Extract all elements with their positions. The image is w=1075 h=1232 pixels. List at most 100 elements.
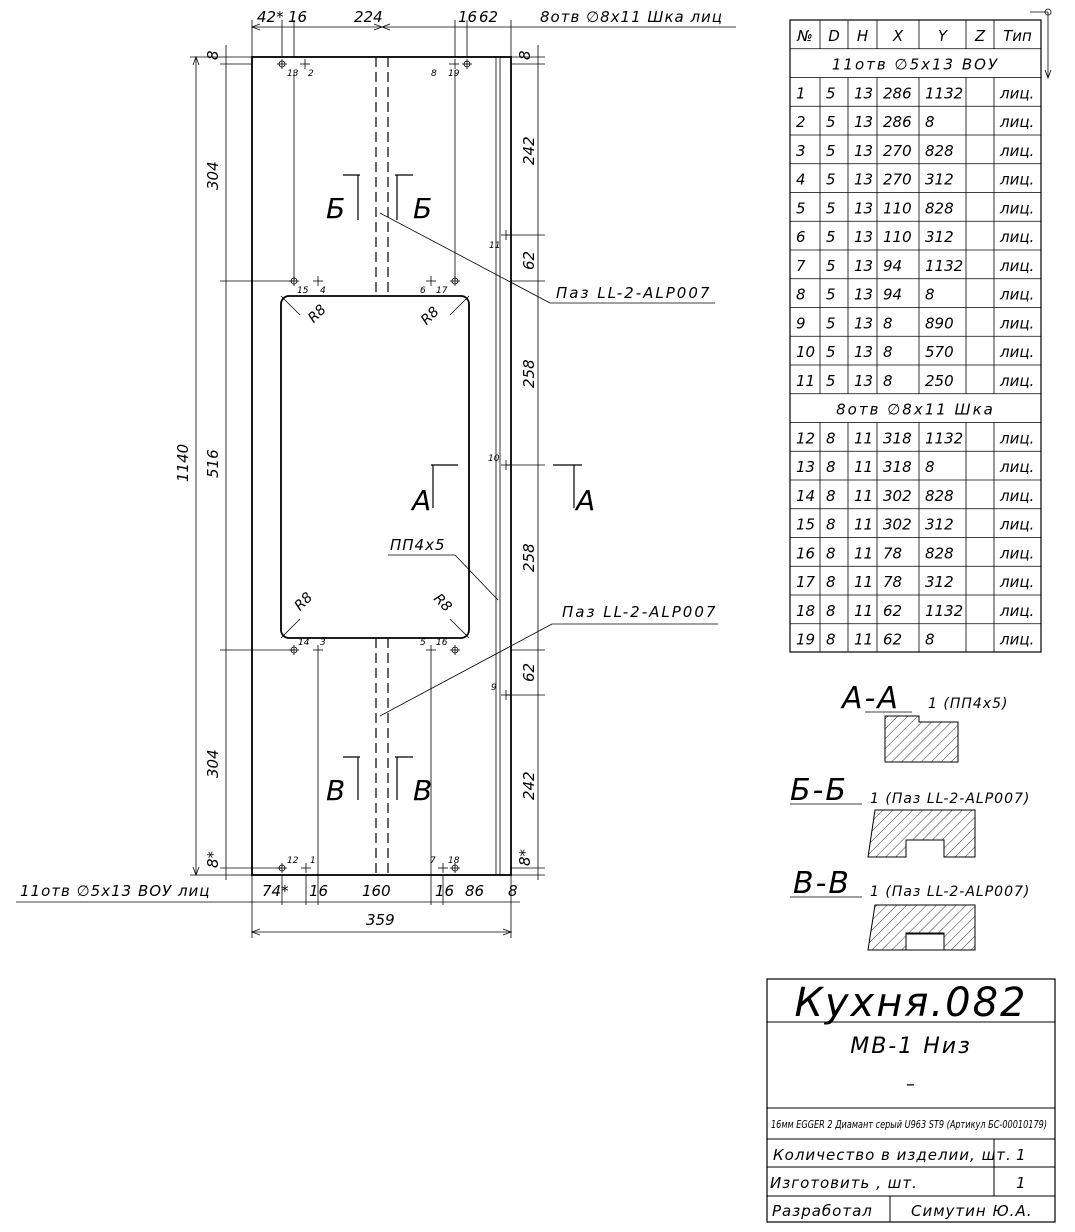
- section-b-note: 1 (Паз LL-2-ALP007): [870, 791, 1030, 807]
- table-cell: 5: [826, 142, 836, 160]
- hole-id-3: 3: [320, 638, 326, 648]
- bottom-dim-74: 74*: [262, 882, 289, 900]
- hole-id-18: 18: [448, 856, 460, 866]
- section-a-a: [865, 711, 959, 763]
- holes: [277, 59, 511, 873]
- hole-id-4: 4: [320, 286, 326, 296]
- make-value: 1: [1016, 1174, 1026, 1192]
- table-cell: 570: [925, 343, 954, 361]
- table-cell: 8: [925, 458, 935, 476]
- table-cell: 1132: [925, 429, 963, 447]
- table-cell: 312: [925, 171, 954, 189]
- table-cell: 11: [796, 372, 815, 390]
- table-cell: лиц.: [999, 314, 1034, 332]
- hole-id-6: 6: [420, 286, 426, 296]
- table-header-cell: H: [857, 27, 868, 45]
- bottom-dim-16b: 16: [435, 882, 454, 900]
- table-cell: 17: [796, 573, 816, 591]
- window-cutout: [280, 295, 470, 639]
- section-markers: [343, 174, 582, 800]
- table-cell: 5: [826, 372, 836, 390]
- table-cell: 13: [854, 286, 873, 304]
- table-cell: 13: [854, 372, 873, 390]
- project-title: Кухня.082: [794, 980, 1027, 1026]
- left-dim-304a: 304: [204, 161, 222, 190]
- radius-label-tr: R8: [418, 304, 443, 329]
- table-cell: 8: [826, 544, 836, 562]
- part-dash: –: [906, 1074, 915, 1095]
- table-cell: 5: [826, 228, 836, 246]
- table-cell: 15: [796, 516, 815, 534]
- table-cell: лиц.: [999, 458, 1034, 476]
- bottom-dim-8: 8: [508, 882, 518, 900]
- right-dim-242a: 242: [520, 136, 538, 165]
- table-cell: 5: [826, 286, 836, 304]
- top-dimension-line: [250, 23, 736, 31]
- radius-label-tl: R8: [305, 302, 330, 327]
- table-cell: лиц.: [999, 343, 1034, 361]
- table-cell: лиц.: [999, 602, 1034, 620]
- table-cell: 828: [925, 142, 954, 160]
- hole-id-9: 9: [491, 683, 497, 693]
- table-cell: лиц.: [999, 631, 1034, 649]
- section-mark-a-left: А: [410, 484, 431, 517]
- section-b-b: [790, 803, 976, 858]
- table-cell: лиц.: [999, 257, 1034, 275]
- table-cell: лиц.: [999, 228, 1034, 246]
- table-cell: 5: [826, 343, 836, 361]
- table-cell: 8: [925, 113, 935, 131]
- top-dim-224: 224: [354, 8, 383, 26]
- table-cell: 94: [883, 286, 902, 304]
- section-a-title: А-А: [840, 681, 900, 716]
- overall-width: 359: [366, 911, 395, 929]
- hole-id-11: 11: [489, 241, 500, 251]
- bottom-dim-16a: 16: [309, 882, 328, 900]
- hole-id-12: 12: [287, 856, 299, 866]
- section-mark-v-right: В: [413, 774, 432, 807]
- table-cell: лиц.: [999, 199, 1034, 217]
- top-hole-note: 8отв ∅8x11 Шка лиц: [540, 8, 723, 26]
- table-cell: 8: [883, 343, 893, 361]
- table-header-cell: X: [892, 27, 904, 45]
- radius-label-br: R8: [430, 591, 455, 616]
- table-cell: 250: [925, 372, 954, 390]
- table-cell: 13: [854, 84, 873, 102]
- table-cell: 318: [883, 429, 912, 447]
- leader-lines: [379, 212, 718, 717]
- table-cell: 11: [854, 487, 873, 505]
- right-dim-8star: 8*: [516, 848, 534, 866]
- table-cell: 6: [796, 228, 806, 246]
- table-cell: лиц.: [999, 84, 1034, 102]
- table-cell: 11: [854, 429, 873, 447]
- table-cell: 18: [796, 602, 815, 620]
- hole-id-5: 5: [420, 638, 426, 648]
- table-cell: 5: [826, 314, 836, 332]
- table-cell: 11: [854, 544, 873, 562]
- table-cell: 8: [826, 516, 836, 534]
- section-mark-a-right: А: [574, 484, 595, 517]
- radius-label-bl: R8: [292, 590, 317, 615]
- table-cell: 8: [796, 286, 806, 304]
- table-cell: 78: [883, 573, 902, 591]
- qty-value: 1: [1016, 1146, 1026, 1164]
- hole-id-8: 8: [431, 69, 437, 79]
- table-cell: 8: [826, 458, 836, 476]
- table-cell: 14: [796, 487, 815, 505]
- table-cell: 5: [826, 84, 836, 102]
- author-label: Разработал: [772, 1202, 873, 1220]
- table-header-cell: Тип: [1003, 27, 1032, 45]
- bottom-dim-160: 160: [362, 882, 391, 900]
- extension-lines: [190, 20, 545, 938]
- table-cell: 8: [883, 372, 893, 390]
- table-cell: 8: [826, 602, 836, 620]
- make-label: Изготовить , шт.: [770, 1174, 918, 1192]
- table-cell: 13: [854, 199, 873, 217]
- table-cell: 12: [796, 429, 815, 447]
- table-cell: 13: [854, 314, 873, 332]
- table-cell: 7: [796, 257, 806, 275]
- table-cell: 5: [796, 199, 806, 217]
- hole-id-17: 17: [436, 286, 448, 296]
- table-cell: 62: [883, 602, 902, 620]
- table-cell: 312: [925, 516, 954, 534]
